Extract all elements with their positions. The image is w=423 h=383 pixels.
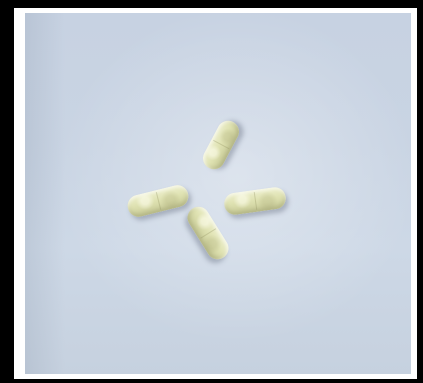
capsule-bottom [183,202,233,264]
photo-shading [25,13,65,374]
capsule-right [222,185,288,217]
capsule-left [125,182,191,220]
capsule-top [199,116,243,174]
capsules-photo [25,13,411,374]
